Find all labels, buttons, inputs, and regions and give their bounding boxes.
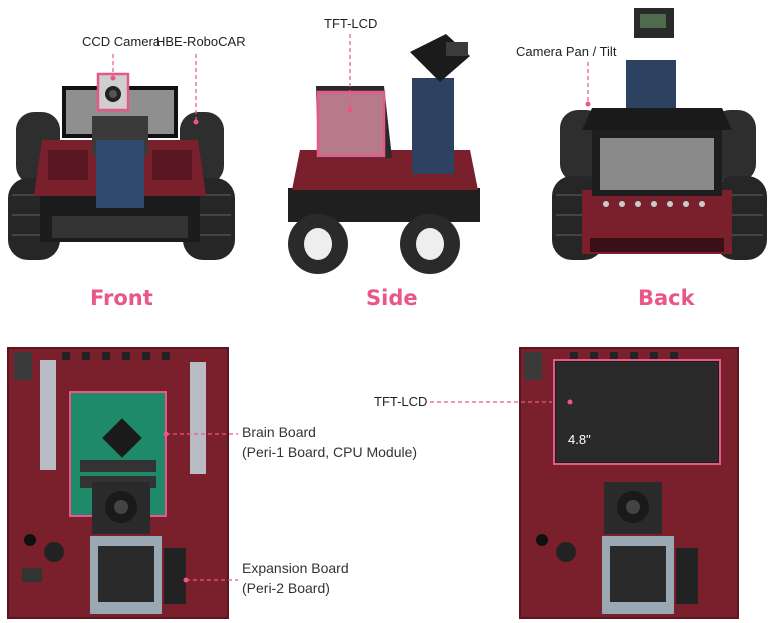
brain-board-label: Brain Board [242, 424, 316, 440]
tft-lcd-board-label: TFT-LCD [374, 394, 428, 409]
callout-leaders [112, 34, 589, 581]
brain-board-sub-label: (Peri-1 Board, CPU Module) [242, 444, 418, 460]
lcd-size-label: 4.8" [568, 432, 591, 447]
ccd-camera-label: CCD Camera [82, 34, 161, 49]
board-right [519, 347, 739, 619]
expansion-board-sub-label: (Peri-2 Board) [242, 580, 330, 596]
front-view-title: Front [90, 286, 153, 310]
front-view-robot [8, 72, 235, 260]
side-view-title: Side [366, 286, 418, 310]
camera-pan-tilt-label: Camera Pan / Tilt [516, 44, 617, 59]
back-view-title: Back [638, 286, 695, 310]
callout-dots [110, 75, 591, 583]
side-view-robot [288, 34, 480, 274]
expansion-board-label: Expansion Board [242, 560, 349, 576]
back-view-robot [552, 8, 767, 260]
board-left [7, 347, 229, 619]
robocar-label: HBE-RoboCAR [156, 34, 246, 49]
tft-lcd-side-label: TFT-LCD [324, 16, 378, 31]
